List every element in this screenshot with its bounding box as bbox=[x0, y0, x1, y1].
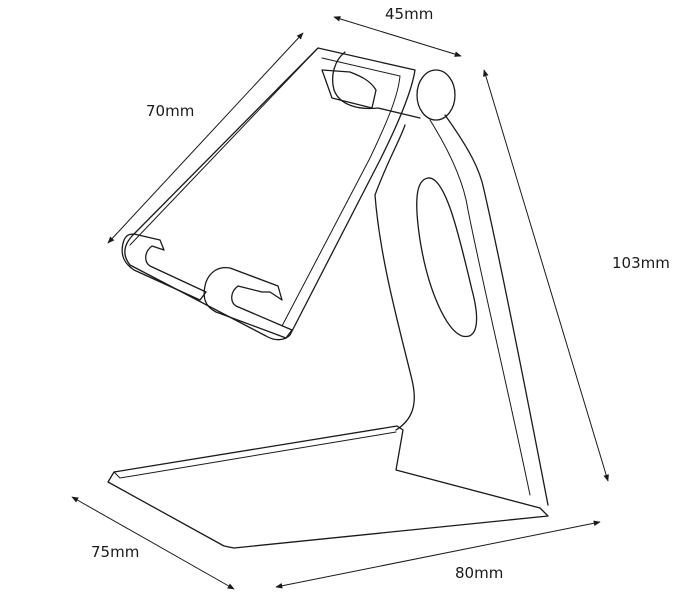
holder-arm bbox=[124, 47, 416, 341]
dim-line-depth bbox=[107, 32, 304, 244]
stand-neck bbox=[374, 124, 415, 431]
stand-neck-back bbox=[444, 114, 549, 506]
label-base-depth: 75mm bbox=[91, 543, 139, 561]
dim-line-height bbox=[483, 69, 609, 482]
label-base-width: 80mm bbox=[455, 564, 503, 582]
base-plate bbox=[107, 425, 549, 549]
label-depth: 70mm bbox=[146, 102, 194, 120]
label-width: 45mm bbox=[385, 5, 433, 23]
hinge-slot bbox=[321, 69, 377, 109]
stand-drawing bbox=[107, 47, 549, 549]
holder-arm-inner bbox=[281, 57, 401, 327]
neck-slot bbox=[416, 177, 478, 338]
hinge-cap bbox=[416, 69, 456, 121]
dimension-lines bbox=[71, 16, 609, 590]
dim-line-width bbox=[333, 16, 462, 57]
dim-line-base-width bbox=[275, 520, 601, 589]
dim-line-base-depth bbox=[71, 496, 235, 590]
right-hook bbox=[203, 266, 293, 339]
holder-arm-side bbox=[129, 47, 319, 246]
base-plate-edge bbox=[113, 431, 397, 479]
hinge-body bbox=[331, 51, 421, 119]
label-height: 103mm bbox=[612, 254, 670, 272]
